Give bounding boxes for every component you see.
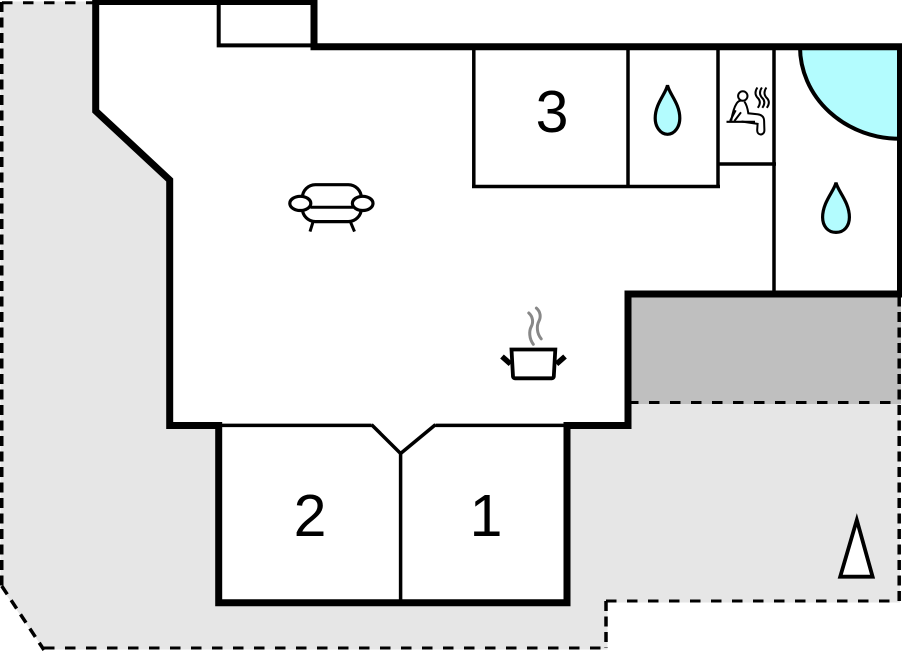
svg-text:2: 2 [294, 483, 327, 549]
svg-text:1: 1 [470, 483, 503, 549]
svg-text:3: 3 [536, 79, 569, 145]
